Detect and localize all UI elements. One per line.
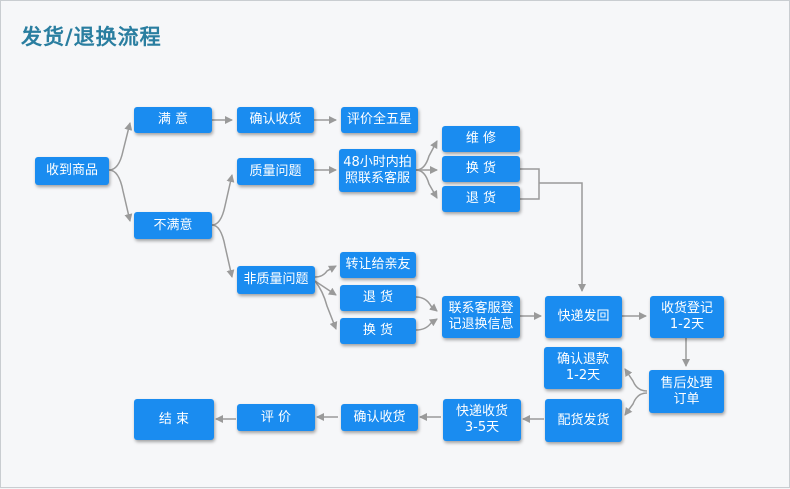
page-title: 发货/退换流程 (21, 25, 162, 49)
node-confirm-receipt-top[interactable]: 确认收货 (237, 107, 314, 133)
node-transfer-to-friends[interactable]: 转让给亲友 (340, 252, 416, 278)
branch-line (624, 368, 648, 392)
connector-line (539, 182, 586, 292)
branch-line (624, 392, 648, 416)
node-ship-goods[interactable]: 配货发货 (545, 399, 622, 442)
arrow-line (314, 280, 337, 296)
branch-line (108, 169, 133, 222)
node-non-quality-issue[interactable]: 非质量问题 (237, 266, 315, 294)
branch-line (108, 122, 133, 171)
node-review[interactable]: 评 价 (237, 404, 315, 431)
node-contact-register[interactable]: 联系客服登 记退换信息 (442, 296, 520, 338)
node-photo-contact-service[interactable]: 48小时内拍 照联系客服 (339, 149, 416, 192)
branch-line (314, 265, 337, 278)
node-end[interactable]: 结 束 (134, 399, 214, 440)
node-confirm-refund[interactable]: 确认退款 1-2天 (544, 347, 622, 389)
branch-line (415, 318, 438, 331)
node-review-five-star[interactable]: 评价全五星 (341, 107, 418, 133)
node-return-top[interactable]: 退 货 (442, 186, 520, 212)
node-receipt-register[interactable]: 收货登记 1-2天 (650, 296, 724, 338)
node-express-receive[interactable]: 快递收货 3-5天 (443, 399, 521, 441)
node-satisfied[interactable]: 满 意 (134, 107, 212, 133)
branch-line (415, 296, 438, 312)
node-exchange-top[interactable]: 换 货 (442, 156, 520, 182)
node-receive-goods[interactable]: 收到商品 (35, 157, 109, 185)
node-after-sale[interactable]: 售后处理 订单 (649, 370, 724, 413)
node-return-mid[interactable]: 退 货 (340, 285, 416, 311)
connector-line (520, 168, 540, 200)
node-unsatisfied[interactable]: 不满意 (134, 212, 212, 239)
branch-line (415, 140, 438, 171)
branch-line (211, 174, 235, 226)
node-quality-issue[interactable]: 质量问题 (237, 158, 314, 185)
node-express-return[interactable]: 快递发回 (545, 296, 622, 338)
branch-line (415, 169, 438, 199)
node-confirm-receipt-bottom[interactable]: 确认收货 (341, 404, 418, 431)
node-exchange-mid[interactable]: 换 货 (340, 318, 416, 344)
branch-line (314, 280, 338, 330)
node-repair[interactable]: 维 修 (442, 126, 520, 152)
branch-line (211, 224, 235, 278)
